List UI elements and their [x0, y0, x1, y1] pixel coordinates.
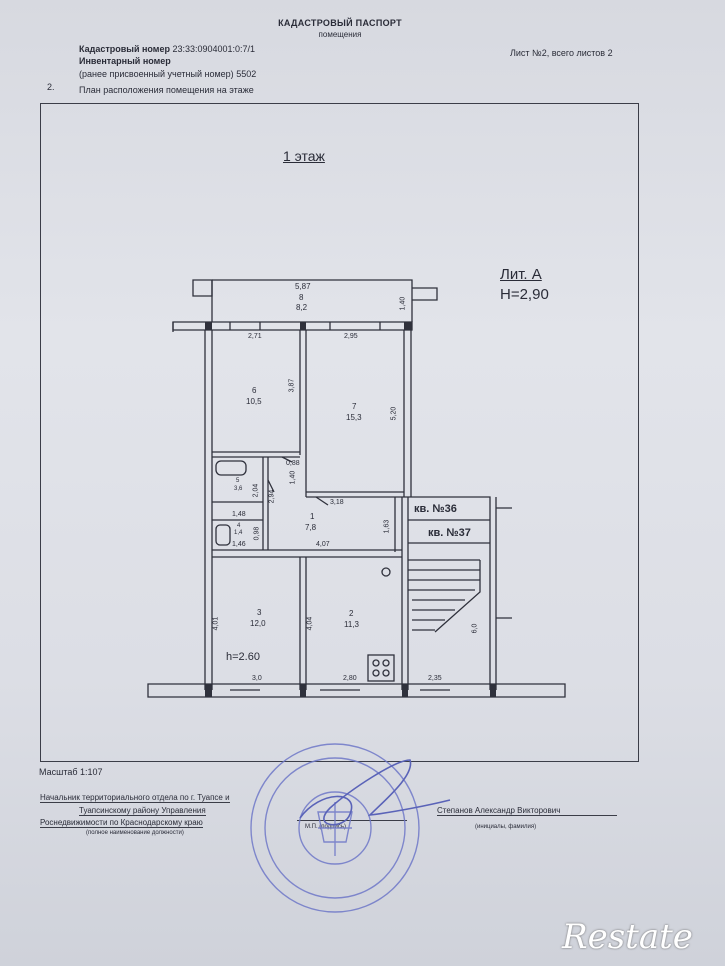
letter-label: Лит. А Н=2,90	[500, 265, 549, 305]
dimension-label: 3,18	[330, 499, 344, 506]
room-area: 7,8	[305, 523, 317, 532]
document-title: КАДАСТРОВЫЙ ПАСПОРТ	[278, 18, 402, 28]
cadastral-number-row: Кадастровый номер 23:33:0904001:0:7/1	[79, 44, 255, 54]
official-title-line1: Начальник территориального отдела по г. …	[40, 793, 230, 803]
seal-caption: М.П. (подпись)	[305, 824, 346, 830]
room-area: 15,3	[346, 413, 362, 422]
room-number: 5	[236, 478, 240, 484]
dimension-label: 2,71	[248, 333, 262, 340]
plan-frame	[40, 103, 639, 762]
previous-number-label: (ранее присвоенный учетный номер)	[79, 69, 234, 79]
floor-title: 1 этаж	[283, 148, 325, 164]
room-number: 4	[237, 523, 241, 529]
apartment-label: кв. №37	[428, 527, 471, 539]
room-number: 7	[352, 402, 357, 411]
official-title-line3: Роснедвижимости по Краснодарскому краю	[40, 818, 203, 828]
official-title-line2: Туапсинскому району Управления	[79, 806, 206, 816]
room-area: 12,0	[250, 619, 266, 628]
room-area: 3,6	[234, 486, 243, 492]
room-number: 6	[252, 386, 257, 395]
room-area: 1,4	[234, 530, 243, 536]
room-area: 11,3	[344, 620, 359, 629]
official-name: Степанов Александр Викторович	[437, 806, 617, 816]
dimension-label: 4,07	[316, 541, 330, 548]
room-area: 8,2	[296, 303, 308, 312]
cadastral-number-label: Кадастровый номер	[79, 44, 170, 54]
signature-line	[297, 820, 407, 821]
official-title-caption: (полное наименование должности)	[86, 830, 184, 836]
room-number: 2	[349, 609, 354, 618]
room-height-label: h=2.60	[226, 651, 260, 663]
dimension-label: 5,87	[295, 282, 311, 291]
name-caption: (инициалы, фамилия)	[475, 824, 537, 830]
dimension-label: 1,48	[232, 511, 246, 518]
room-area: 10,5	[246, 397, 262, 406]
building-height: Н=2,90	[500, 286, 549, 303]
sheet-info: Лист №2, всего листов 2	[510, 48, 613, 58]
room-number: 1	[310, 512, 315, 521]
document-subtitle: помещения	[318, 30, 362, 39]
dimension-label: 0,88	[286, 460, 300, 467]
dimension-label: 3,0	[252, 675, 262, 682]
section-number: 2.	[47, 82, 55, 92]
apartment-label: кв. №36	[414, 503, 457, 515]
room-number: 8	[299, 293, 304, 302]
cadastral-number-value: 23:33:0904001:0:7/1	[172, 44, 256, 54]
section-title: План расположения помещения на этаже	[79, 85, 254, 95]
dimension-label: 2,95	[344, 333, 358, 340]
room-number: 3	[257, 608, 262, 617]
dimension-label: 1,46	[232, 541, 246, 548]
restate-watermark: Restate	[562, 917, 693, 957]
scale-label: Масштаб 1:107	[39, 767, 103, 777]
lit-label: Лит. А	[500, 266, 542, 283]
inventory-label: Инвентарный номер	[79, 56, 171, 66]
handwritten-signature	[299, 759, 451, 826]
dimension-label: 2,80	[343, 675, 357, 682]
previous-number-value: 5502	[236, 69, 257, 79]
previous-number-row: (ранее присвоенный учетный номер) 5502	[79, 69, 256, 79]
dimension-label: 2,35	[428, 675, 442, 682]
